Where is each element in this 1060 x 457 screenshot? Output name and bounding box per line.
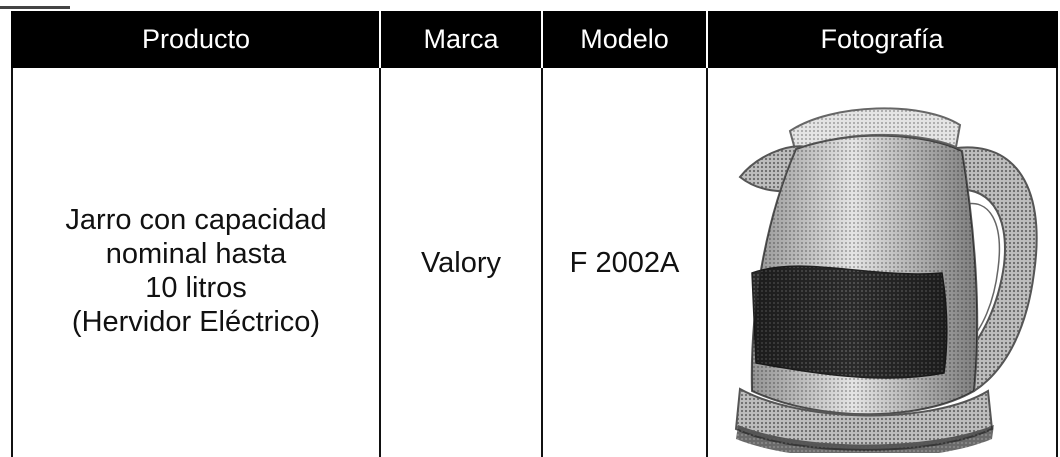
scan-artifact-mark: [0, 6, 70, 9]
producto-line-2: nominal hasta: [105, 237, 287, 270]
table-row: Jarro con capacidad nominal hasta 10 lit…: [11, 68, 1058, 457]
header-producto: Producto: [11, 11, 381, 68]
cell-producto: Jarro con capacidad nominal hasta 10 lit…: [11, 68, 381, 457]
header-modelo: Modelo: [541, 11, 708, 68]
producto-line-1: Jarro con capacidad: [65, 203, 327, 236]
cell-marca: Valory: [379, 68, 543, 457]
header-marca: Marca: [379, 11, 543, 68]
header-row: Producto Marca Modelo Fotografía: [11, 11, 1058, 68]
cell-fotografia: [706, 68, 1058, 457]
cell-modelo: F 2002A: [541, 68, 708, 457]
producto-line-3: 10 litros: [145, 271, 247, 304]
producto-line-4: (Hervidor Eléctrico): [71, 305, 321, 338]
product-table: Producto Marca Modelo Fotografía Jarro c…: [11, 11, 1058, 457]
electric-kettle-photo: [734, 106, 1038, 453]
header-fotografia: Fotografía: [706, 11, 1058, 68]
